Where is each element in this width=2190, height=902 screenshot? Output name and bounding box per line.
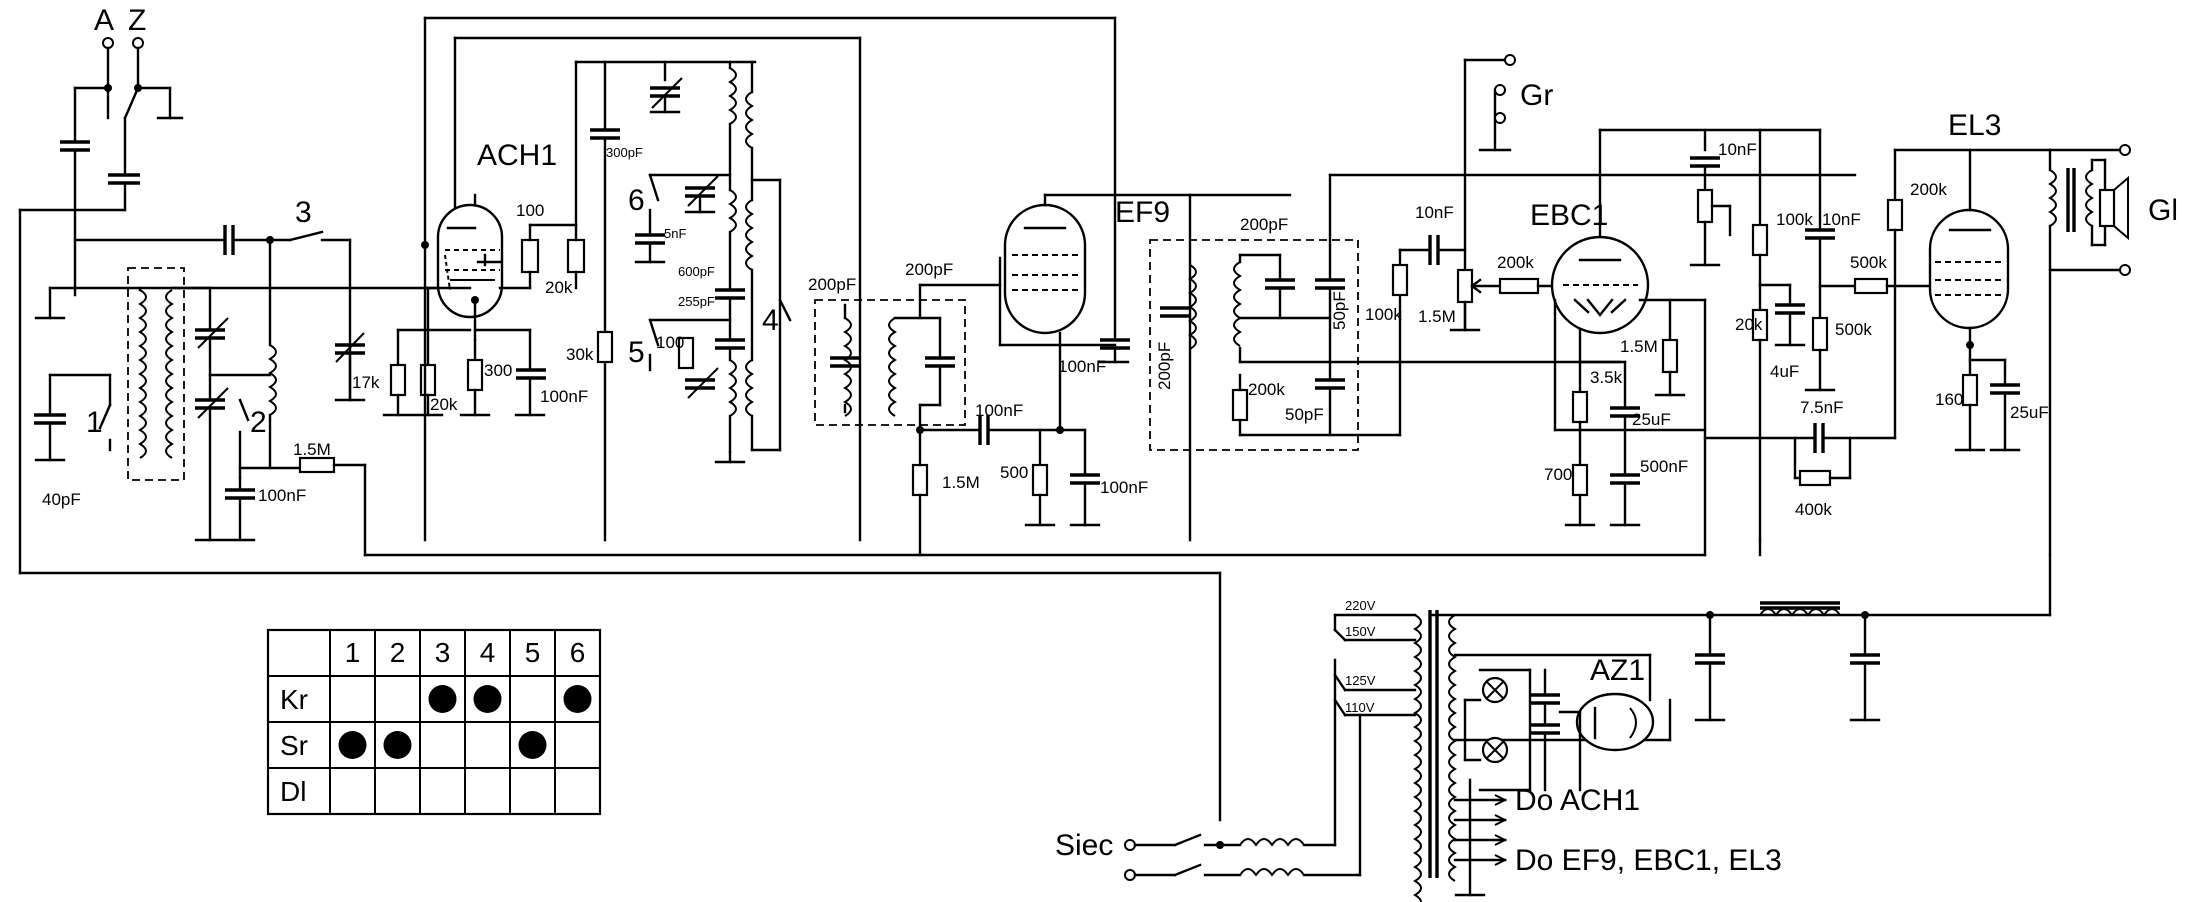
- r500-label: 500: [1000, 463, 1028, 482]
- terminal-a-label: A: [94, 4, 114, 37]
- table-column-header: 2: [390, 637, 406, 668]
- ebc1-label: EBC1: [1530, 199, 1608, 232]
- r300-label: 300: [484, 361, 512, 380]
- r500k-b-label: 500k: [1835, 320, 1872, 339]
- r3-5k-label: 3.5k: [1590, 368, 1623, 387]
- r700-label: 700: [1544, 465, 1572, 484]
- r1-5m-a-label: 1.5M: [293, 440, 331, 459]
- c5nf-label: 5nF: [664, 226, 686, 241]
- tap-110v-label: 110V: [1345, 700, 1375, 715]
- r200k-b-label: 200k: [1497, 253, 1534, 272]
- r200k-c-label: 200k: [1910, 180, 1947, 199]
- table-row-label: Dl: [280, 776, 306, 807]
- c40pf-label: 40pF: [42, 490, 81, 509]
- table-row-label: Sr: [280, 730, 308, 761]
- c200pf-b-label: 200pF: [905, 260, 953, 279]
- c100nf-a-label: 100nF: [258, 486, 306, 505]
- table-mark-dot: [563, 685, 592, 713]
- switch-6-label: 6: [628, 184, 645, 217]
- r20k-c-label: 20k: [1735, 315, 1763, 334]
- ach1-label: ACH1: [477, 139, 557, 172]
- power-supply: 220V 150V 125V 110V Siec AZ1: [1055, 538, 2052, 902]
- r20k-a-label: 20k: [430, 395, 458, 414]
- tone-section: 10nF 100k 20k 4uF 10nF 500k 500k: [1689, 128, 2052, 542]
- c100nf-b-label: 100nF: [540, 387, 588, 406]
- c10nf-c-label: 10nF: [1822, 210, 1861, 229]
- r100k-b-label: 100k: [1776, 210, 1813, 229]
- switch-4-label: 4: [762, 304, 779, 337]
- c500nf-label: 500nF: [1640, 457, 1688, 476]
- switch-5-label: 5: [628, 336, 645, 369]
- c10nf-b-label: 10nF: [1718, 140, 1757, 159]
- table-column-header: 1: [345, 637, 361, 668]
- c300pf-label: 300pF: [606, 145, 643, 160]
- table-mark-dot: [473, 685, 502, 713]
- r160-label: 160: [1935, 390, 1963, 409]
- r200k-a-label: 200k: [1248, 380, 1285, 399]
- table-row-label: Kr: [280, 684, 308, 715]
- c25uf-a-label: 25uF: [1632, 410, 1671, 429]
- ebc1-stage: 200pF 200pF 50pF 50pF 200k 10nF 100k: [1149, 54, 1857, 557]
- c600pf-label: 600pF: [678, 264, 715, 279]
- r400k-label: 400k: [1795, 500, 1832, 519]
- c100nf-c-label: 100nF: [1058, 357, 1106, 376]
- ef9-stage: 200pF 200pF EF9 100nF 10: [808, 36, 1292, 557]
- terminal-z-label: Z: [128, 4, 146, 37]
- terminal-gl-label: Gl: [2148, 194, 2178, 227]
- heater-ach1-label: Do ACH1: [1515, 784, 1640, 817]
- r30k-label: 30k: [566, 345, 594, 364]
- terminal-gr-label: Gr: [1520, 79, 1553, 112]
- c100nf-d-label: 100nF: [975, 401, 1023, 420]
- table-mark-dot: [383, 731, 412, 759]
- az1-label: AZ1: [1590, 654, 1645, 687]
- r17k-label: 17k: [352, 373, 380, 392]
- r100-a-label: 100: [516, 201, 544, 220]
- table-mark-dot: [338, 731, 367, 759]
- switch-1-label: 1: [86, 406, 103, 439]
- c4uf-label: 4uF: [1770, 362, 1799, 381]
- r1-5m-c-label: 1.5M: [1418, 307, 1456, 326]
- table-mark-dot: [518, 731, 547, 759]
- c7-5nf-label: 7.5nF: [1800, 398, 1843, 417]
- table-mark-dot: [428, 685, 457, 713]
- ach1-stage: ACH1 100 20k 300 100nF: [421, 16, 1117, 542]
- switch-2-label: 2: [250, 406, 267, 439]
- ef9-label: EF9: [1115, 196, 1170, 229]
- tap-150v-label: 150V: [1345, 624, 1376, 639]
- c25uf-b-label: 25uF: [2010, 403, 2049, 422]
- r20k-b-label: 20k: [545, 278, 573, 297]
- r100k-a-label: 100k: [1365, 305, 1402, 324]
- c200pf-d-label: 200pF: [1155, 342, 1174, 390]
- tap-125v-label: 125V: [1345, 673, 1376, 688]
- terminal-siec-label: Siec: [1055, 829, 1113, 862]
- r1-5m-d-label: 1.5M: [1620, 337, 1658, 356]
- r500k-a-label: 500k: [1850, 253, 1887, 272]
- r100-b-label: 100: [656, 333, 684, 352]
- heater-rest-label: Do EF9, EBC1, EL3: [1515, 844, 1782, 877]
- table-column-header: 6: [570, 637, 586, 668]
- c100nf-e-label: 100nF: [1100, 478, 1148, 497]
- el3-label: EL3: [1948, 109, 2001, 142]
- c50pf-b-label: 50pF: [1285, 405, 1324, 424]
- c200pf-c-label: 200pF: [1240, 215, 1288, 234]
- tap-220v-label: 220V: [1345, 598, 1376, 613]
- antenna-input-section: A Z 3: [18, 4, 1707, 822]
- table-column-header: 5: [525, 637, 541, 668]
- c200pf-a-label: 200pF: [808, 275, 856, 294]
- c10nf-a-label: 10nF: [1415, 203, 1454, 222]
- table-column-header: 4: [480, 637, 496, 668]
- table-column-header: 3: [435, 637, 451, 668]
- c50pf-a-label: 50pF: [1330, 291, 1349, 330]
- c255pf-label: 255pF: [678, 294, 715, 309]
- el3-stage: EL3 160 25uF: [1928, 109, 2178, 557]
- switch-3-label: 3: [295, 196, 312, 229]
- r1-5m-b-label: 1.5M: [942, 473, 980, 492]
